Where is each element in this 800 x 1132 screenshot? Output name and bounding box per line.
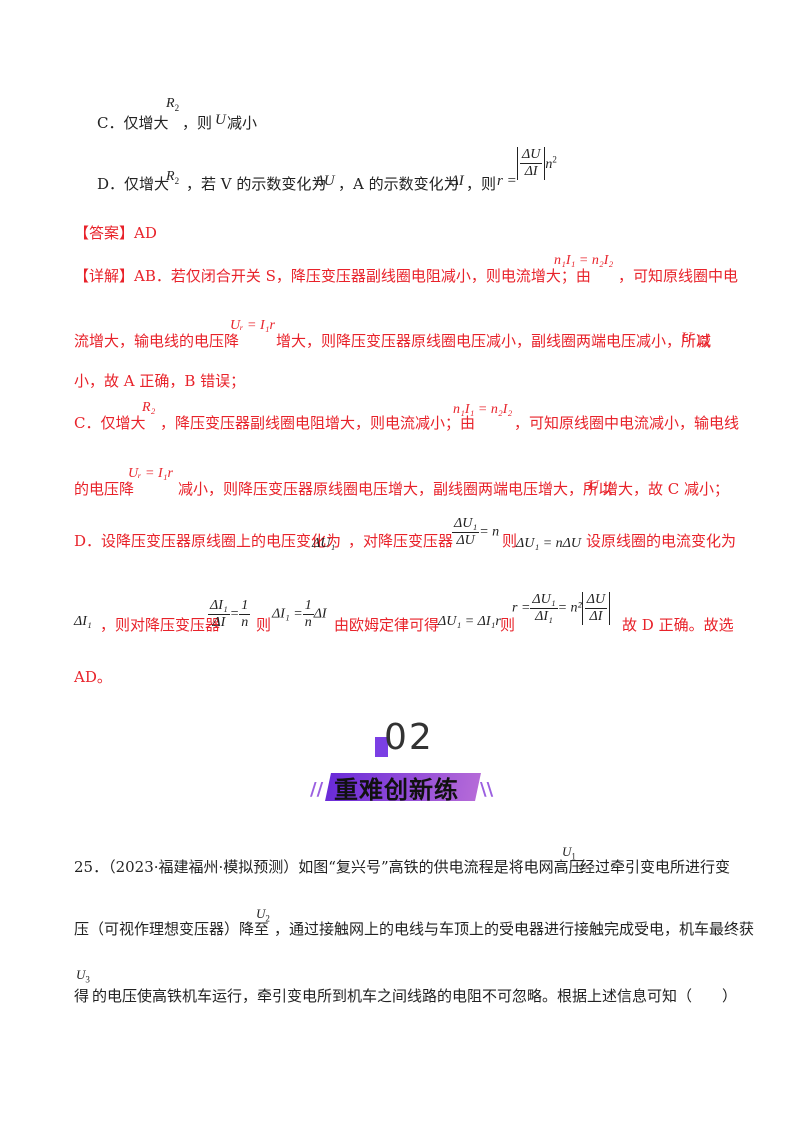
detail-p2-u: U bbox=[681, 330, 692, 346]
detail-p5-a: 的电压降 bbox=[74, 480, 135, 498]
detail-p4-var: R₂ bbox=[142, 400, 156, 415]
section-header: 02 // 重难创新练 \\ bbox=[300, 715, 500, 805]
detail-p6-du1: ΔU₁ bbox=[312, 536, 336, 551]
section-title: 重难创新练 bbox=[334, 776, 459, 804]
option-c-text-a: C．仅增大 bbox=[97, 114, 169, 132]
detail-p4-c: ，可知原线圈中电流减小，输电线 bbox=[514, 414, 740, 432]
option-d-text-b: ，若 V 的示数变化为 bbox=[186, 175, 327, 193]
section-header-bar bbox=[375, 737, 388, 757]
question-l1-a: 25．（2023·福建福州·模拟预测）如图“复兴号”高铁的供电流程是将电网高压 bbox=[74, 858, 584, 876]
option-d-text-d: ，则 bbox=[466, 175, 497, 193]
question-l3-a: 得 bbox=[74, 987, 90, 1005]
question-l2-var: U2 bbox=[256, 906, 270, 924]
detail-p1-b: ，可知原线圈中电 bbox=[618, 267, 739, 285]
detail-p6-a: D．设降压变压器原线圈上的电压变化为 bbox=[74, 532, 342, 550]
detail-p4-a: C．仅增大 bbox=[74, 414, 146, 432]
question-l2-a: 压（可视作理想变压器）降至 bbox=[74, 920, 270, 938]
question-l1-var: U1 bbox=[562, 844, 576, 862]
option-d-du: ΔU bbox=[315, 173, 335, 189]
detail-p8: AD。 bbox=[74, 668, 112, 686]
detail-p1-formula: n₁I₁ = n₂I₂ bbox=[554, 253, 614, 268]
detail-p7-a: ，则对降压变压器 bbox=[100, 616, 221, 634]
detail-p7-d: 则 bbox=[500, 616, 516, 634]
section-slash-right: \\ bbox=[480, 779, 494, 800]
detail-p2-c: 减 bbox=[696, 332, 712, 350]
option-d-text-c: ，A 的示数变化为 bbox=[338, 175, 459, 193]
option-d-formula-lhs: r = bbox=[497, 173, 517, 189]
section-slash-left: // bbox=[310, 779, 324, 800]
section-number: 02 bbox=[384, 717, 434, 758]
detail-p1-a: 【详解】AB．若仅闭合开关 S，降压变压器副线圈电阻减小，则电流增大；由 bbox=[74, 267, 591, 285]
detail-p2-a: 流增大，输电线的电压降 bbox=[74, 332, 240, 350]
detail-p2-formula: Uᵣ = I₁r bbox=[230, 318, 275, 333]
answer-label: 【答案】AD bbox=[74, 224, 157, 242]
option-d-text-a: D．仅增大 bbox=[97, 175, 170, 193]
option-d-var: R2 bbox=[166, 169, 180, 186]
detail-p4-b: ，降压变压器副线圈电阻增大，则电流减小；由 bbox=[160, 414, 476, 432]
detail-p6-formula: ΔU₁ = nΔU bbox=[516, 536, 581, 551]
detail-p7-e: 故 D 正确。故选 bbox=[622, 616, 734, 634]
option-c-u: U bbox=[215, 112, 226, 128]
question-l3-b: 的电压使高铁机车运行，牵引变电所到机车之间线路的电阻不可忽略。根据上述信息可知（… bbox=[92, 987, 738, 1005]
option-d-di: ΔI bbox=[450, 173, 464, 189]
detail-p7-di1: ΔI₁ bbox=[74, 614, 92, 629]
detail-p6-c: 则 bbox=[502, 532, 518, 550]
option-c-text-c: 减小 bbox=[227, 114, 258, 132]
option-c-var: R2 bbox=[166, 96, 180, 113]
detail-p4-formula: n₁I₁ = n₂I₂ bbox=[453, 402, 513, 417]
detail-p3: 小，故 A 正确，B 错误； bbox=[74, 372, 246, 390]
question-l1-b: 经过牵引变电所进行变 bbox=[580, 858, 731, 876]
detail-p5-b: 减小，则降压变压器原线圈电压增大，副线圈两端电压增大，所以 bbox=[178, 480, 614, 498]
detail-p2-b: 增大，则降压变压器原线圈电压减小，副线圈两端电压减小，所以 bbox=[276, 332, 712, 350]
question-l3-var: U3 bbox=[76, 967, 90, 985]
detail-p7-b: 则 bbox=[256, 616, 272, 634]
detail-p7-f3: ΔU₁ = ΔI₁r bbox=[438, 614, 501, 629]
detail-p5-c: 增大，故 C 减小； bbox=[603, 480, 730, 498]
detail-p6-b: ，对降压变压器 bbox=[348, 532, 454, 550]
detail-p7-c: 由欧姆定律可得 bbox=[334, 616, 440, 634]
option-c-text-b: ，则 bbox=[182, 114, 213, 132]
detail-p6-d: 设原线圈的电流变化为 bbox=[586, 532, 737, 550]
question-l2-b: ，通过接触网上的电线与车顶上的受电器进行接触完成受电，机车最终获 bbox=[274, 920, 755, 938]
detail-p5-formula: Uᵣ = I₁r bbox=[128, 466, 173, 481]
detail-p5-u: U bbox=[588, 478, 599, 494]
